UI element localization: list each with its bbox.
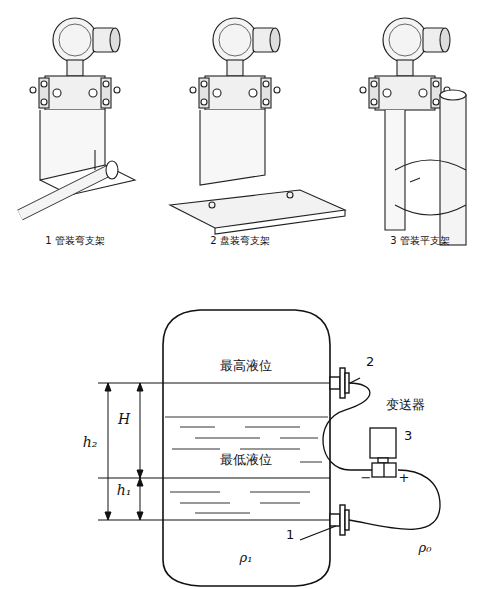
label: ρ₀: [419, 541, 432, 555]
label: +: [399, 471, 410, 485]
label: ρ₁: [240, 551, 253, 565]
label: H: [118, 412, 130, 427]
label: 变送器: [386, 398, 425, 412]
label: 最高液位: [220, 359, 272, 373]
label: 3 管装平支架: [390, 235, 450, 246]
label: −: [361, 471, 372, 485]
label: h₁: [117, 483, 132, 498]
label: 2 盘装弯支架: [210, 235, 270, 246]
label: 2: [366, 355, 374, 369]
label: 最低液位: [220, 453, 272, 467]
label: 1 管装弯支架: [45, 235, 105, 246]
label: h₂: [83, 435, 98, 450]
label: 3: [404, 429, 412, 443]
label: 1: [286, 528, 294, 542]
